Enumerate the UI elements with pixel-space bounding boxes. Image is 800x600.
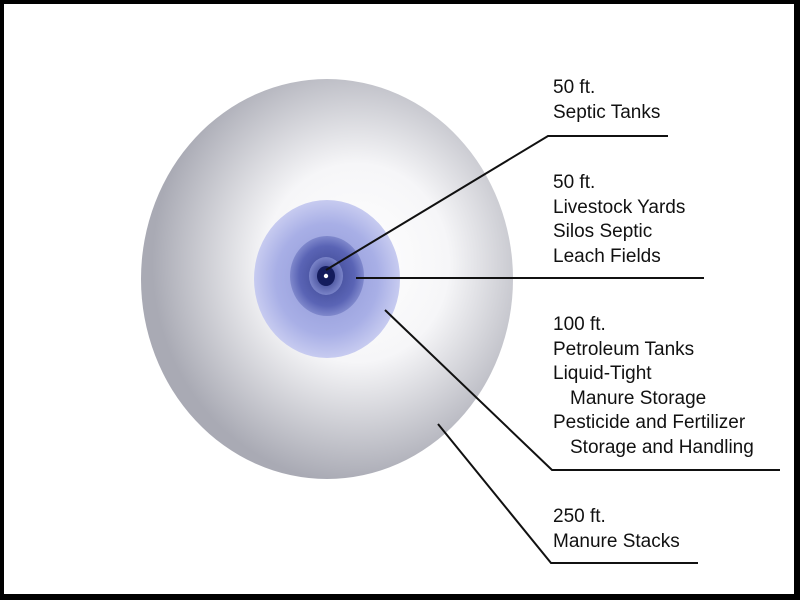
zone-distance: 50 ft. xyxy=(553,172,596,193)
zone-distance: 100 ft. xyxy=(553,314,606,335)
zone-item: Septic Tanks xyxy=(553,101,661,123)
zone-label-manure-stacks: 250 ft. Manure Stacks xyxy=(553,505,680,554)
zone-item: Livestock Yards xyxy=(553,196,686,218)
zone-item: Pesticide and Fertilizer xyxy=(553,412,746,433)
setback-zone-diagram xyxy=(141,79,780,564)
zone-item: Petroleum Tanks xyxy=(553,338,695,360)
zone-item: Silos Septic xyxy=(553,221,653,242)
leader-line-zone-3 xyxy=(384,309,780,471)
zone-distance: 250 ft. xyxy=(553,506,606,527)
zone-item: Storage and Handling xyxy=(570,436,754,458)
zone-item: Liquid-Tight xyxy=(553,363,652,384)
zone-item: Leach Fields xyxy=(553,245,661,267)
zone-label-septic-tanks: 50 ft. Septic Tanks xyxy=(553,76,660,125)
zone-label-livestock-yards: 50 ft. Livestock Yards Silos Septic Leac… xyxy=(553,171,685,269)
zone-distance: 50 ft. xyxy=(553,77,596,98)
diagram-frame: 50 ft. Septic Tanks 50 ft. Livestock Yar… xyxy=(4,4,794,594)
leader-line-zone-4 xyxy=(437,423,698,564)
zone-label-petroleum-tanks: 100 ft. Petroleum Tanks Liquid-Tight Man… xyxy=(553,313,754,460)
zone-item: Manure Storage xyxy=(570,387,707,409)
leader-line-zone-1 xyxy=(325,135,668,271)
well-center-dot-icon xyxy=(323,273,329,279)
zone-item: Manure Stacks xyxy=(553,530,680,552)
